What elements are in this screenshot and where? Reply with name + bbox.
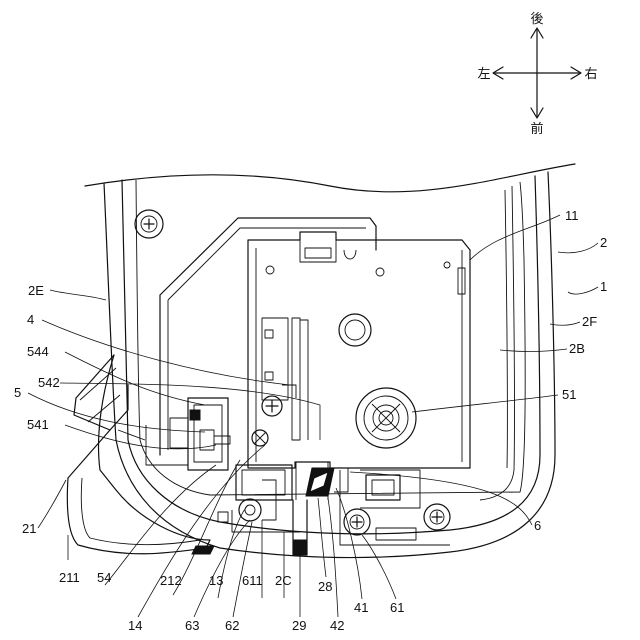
label-2C: 2C	[275, 573, 292, 588]
open-lid	[67, 355, 214, 554]
housing-body	[85, 164, 575, 558]
label-62: 62	[225, 618, 239, 633]
tape-cassette	[248, 232, 470, 500]
reference-labels: 11 2 1 2E 2F 4 2B 544 542 5 51 541 6 21 …	[14, 208, 607, 633]
label-41: 41	[354, 600, 368, 615]
label-212: 212	[160, 573, 182, 588]
label-21: 21	[22, 521, 36, 536]
label-54: 54	[97, 570, 111, 585]
label-2E: 2E	[28, 283, 44, 298]
label-544: 544	[27, 344, 49, 359]
label-542: 542	[38, 375, 60, 390]
screw-61	[344, 509, 370, 535]
label-611: 611	[242, 573, 263, 588]
label-541: 541	[27, 417, 49, 432]
screw-bottom-right	[424, 504, 450, 530]
label-5: 5	[14, 385, 21, 400]
label-42: 42	[330, 618, 344, 633]
label-13: 13	[209, 573, 223, 588]
label-11: 11	[565, 208, 579, 223]
label-63: 63	[185, 618, 199, 633]
label-1: 1	[600, 279, 607, 294]
label-6: 6	[534, 518, 541, 533]
direction-front-label: 前	[530, 121, 543, 137]
label-14: 14	[128, 618, 142, 633]
label-61: 61	[390, 600, 404, 615]
direction-right-label: 右	[584, 67, 597, 82]
label-2F: 2F	[582, 314, 597, 329]
label-211: 211	[59, 570, 80, 585]
screw-top-left	[135, 210, 163, 238]
direction-compass: 後 左 右 前	[477, 12, 597, 137]
port-assembly	[170, 398, 230, 470]
label-29: 29	[292, 618, 306, 633]
label-2: 2	[600, 235, 607, 250]
label-28: 28	[318, 579, 332, 594]
head-mechanism	[218, 430, 348, 555]
label-4: 4	[27, 312, 34, 327]
label-2B: 2B	[569, 341, 585, 356]
direction-left-label: 左	[477, 67, 490, 82]
direction-rear-label: 後	[530, 12, 543, 27]
label-51: 51	[562, 387, 576, 402]
